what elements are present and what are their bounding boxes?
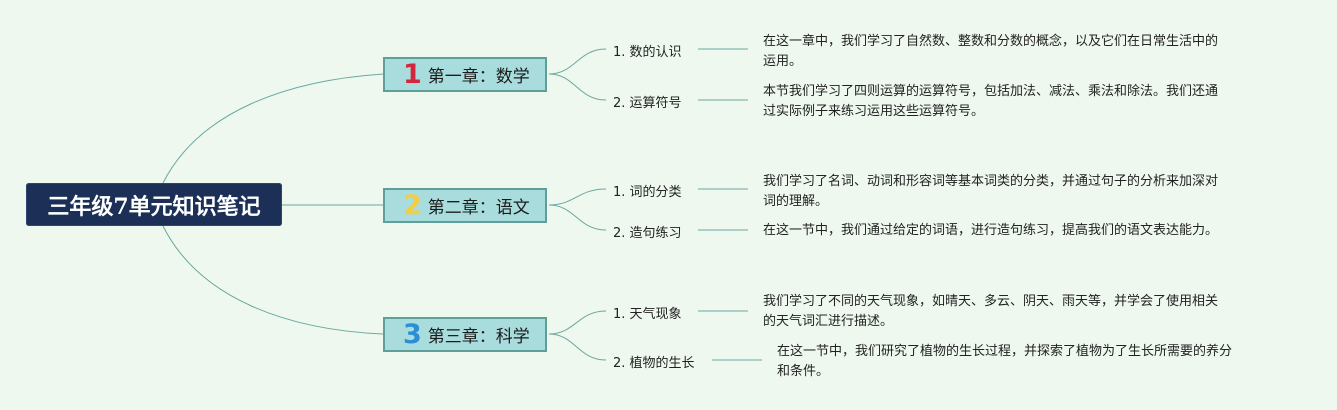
chapter-number-3: 3 [403,319,422,350]
note-line: 过实际例子来练习运用这些运算符号。 [763,104,985,119]
topic-node-2-1[interactable]: 1. 词的分类 [613,185,682,200]
note-line: 和条件。 [777,364,830,379]
chapter-node-2[interactable]: 2 第二章：语文 [383,188,547,223]
root-title: 三年级7单元知识笔记 [47,193,261,220]
note-line: 本节我们学习了四则运算的运算符号，包括加法、减法、乘法和除法。我们还通 [763,84,1219,99]
connector-ch3-t1 [548,310,607,335]
topic-node-1-1[interactable]: 1. 数的认识 [613,45,682,60]
note-line: 的天气词汇进行描述。 [763,314,894,329]
note-2-1[interactable]: 我们学习了名词、动词和形容词等基本词类的分类，并通过句子的分析来加深对 词的理解… [763,172,1218,212]
connector-root-ch3 [162,225,384,335]
topic-node-3-2[interactable]: 2. 植物的生长 [613,356,695,371]
chapter-title-1: 第一章：数学 [427,67,530,87]
chapter-title-3: 第三章：科学 [427,327,530,347]
chapter-number-2: 2 [403,190,422,221]
chapter-node-1[interactable]: 1 第一章：数学 [383,57,547,92]
connector-ch3-t2 [548,333,607,361]
topic-node-3-1[interactable]: 1. 天气现象 [613,307,682,322]
note-3-2[interactable]: 在这一节中，我们研究了植物的生长过程，并探索了植物为了生长所需要的养分 和条件。 [777,342,1232,382]
note-3-1[interactable]: 我们学习了不同的天气现象，如晴天、多云、阴天、雨天等，并学会了使用相关 的天气词… [763,292,1218,332]
note-line: 在这一节中，我们研究了植物的生长过程，并探索了植物为了生长所需要的养分 [777,344,1233,359]
connector-ch1-t2 [548,73,607,101]
root-node[interactable]: 三年级7单元知识笔记 [26,183,282,226]
topic-node-2-2[interactable]: 2. 造句练习 [613,226,682,241]
note-1-2[interactable]: 本节我们学习了四则运算的运算符号，包括加法、减法、乘法和除法。我们还通 过实际例… [763,82,1218,122]
note-line: 在这一节中，我们通过给定的词语，进行造句练习，提高我们的语文表达能力。 [763,223,1219,238]
connector-root-ch1 [162,73,384,184]
connector-ch1-t1 [548,48,607,75]
note-1-1[interactable]: 在这一章中，我们学习了自然数、整数和分数的概念，以及它们在日常生活中的 运用。 [763,32,1218,72]
note-line: 我们学习了名词、动词和形容词等基本词类的分类，并通过句子的分析来加深对 [763,174,1219,189]
chapter-title-2: 第二章：语文 [427,198,530,218]
connector-ch2-t2 [548,204,607,231]
chapter-number-1: 1 [403,59,422,90]
note-line: 在这一章中，我们学习了自然数、整数和分数的概念，以及它们在日常生活中的 [763,34,1219,49]
note-line: 我们学习了不同的天气现象，如晴天、多云、阴天、雨天等，并学会了使用相关 [763,294,1219,309]
note-2-2[interactable]: 在这一节中，我们通过给定的词语，进行造句练习，提高我们的语文表达能力。 [763,221,1218,241]
topic-node-1-2[interactable]: 2. 运算符号 [613,96,682,111]
connector-ch2-t1 [548,188,607,206]
note-line: 运用。 [763,54,803,69]
note-line: 词的理解。 [763,194,829,209]
chapter-node-3[interactable]: 3 第三章：科学 [383,317,547,352]
